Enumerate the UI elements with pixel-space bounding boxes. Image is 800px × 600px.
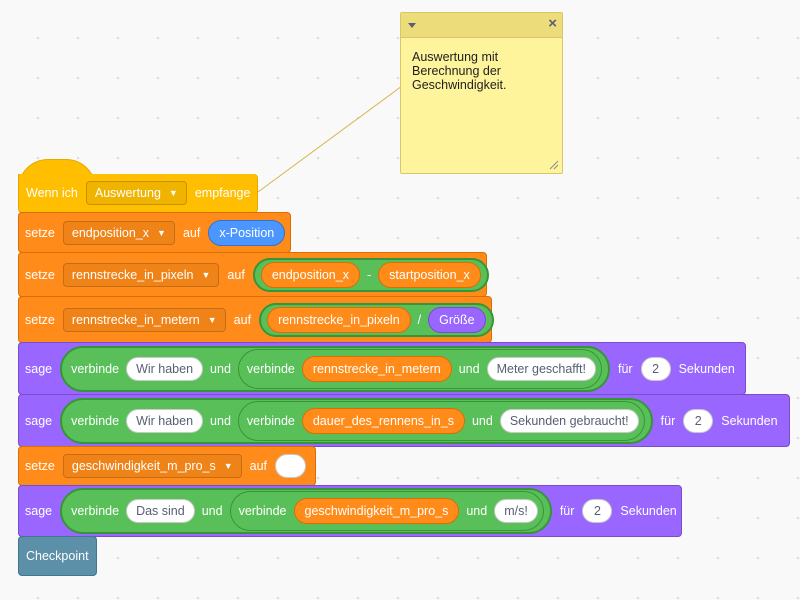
set-variable-block-endposition[interactable]: setze endposition_x ▼ auf x-Position (18, 212, 291, 253)
say-for-seconds-block-speed[interactable]: sage verbinde Das sind und verbinde gesc… (18, 485, 682, 537)
set-label: setze (25, 267, 55, 282)
variable-reporter[interactable]: geschwindigkeit_m_pro_s (293, 498, 460, 524)
and-label: und (471, 413, 493, 428)
seconds-label: Sekunden (678, 361, 735, 376)
chevron-down-icon: ▼ (201, 269, 211, 280)
collapse-triangle-icon[interactable] (408, 23, 416, 28)
chevron-down-icon: ▼ (168, 188, 178, 198)
divide-operator[interactable]: rennstrecke_in_pixeln / Größe (259, 302, 494, 337)
seconds-input[interactable]: 2 (683, 408, 714, 433)
checkpoint-label: Checkpoint (26, 549, 89, 563)
text-input[interactable]: Das sind (126, 499, 195, 523)
checkpoint-custom-block[interactable]: Checkpoint (18, 536, 97, 576)
subtract-operator[interactable]: endposition_x - startposition_x (252, 257, 489, 292)
text-input[interactable]: Sekunden gebraucht! (499, 408, 639, 433)
seconds-input[interactable]: 2 (640, 356, 671, 381)
variable-dropdown[interactable]: rennstrecke_in_pixeln ▼ (62, 262, 220, 287)
variable-dropdown[interactable]: endposition_x ▼ (62, 220, 175, 245)
message-dropdown[interactable]: Auswertung ▼ (85, 181, 187, 205)
variable-reporter[interactable]: startposition_x (378, 261, 481, 288)
resize-grip-icon[interactable] (549, 160, 559, 170)
variable-name: rennstrecke_in_metern (71, 312, 200, 327)
seconds-label: Sekunden (721, 413, 778, 428)
set-label: setze (25, 225, 55, 240)
divide-sign: / (417, 312, 422, 327)
variable-reporter[interactable]: endposition_x (260, 261, 360, 288)
seconds-label: Sekunden (620, 504, 677, 518)
join-operator-inner[interactable]: verbinde rennstrecke_in_metern und Meter… (237, 348, 602, 389)
close-icon[interactable]: × (548, 15, 557, 32)
comment-note[interactable]: × Auswertung mit Berechnung der Geschwin… (400, 12, 563, 174)
say-for-seconds-block-meters[interactable]: sage verbinde Wir haben und verbinde ren… (18, 342, 746, 395)
set-variable-block-meters[interactable]: setze rennstrecke_in_metern ▼ auf rennst… (18, 296, 494, 343)
and-label: und (210, 413, 231, 428)
say-label: sage (25, 413, 53, 428)
to-label: auf (182, 225, 201, 240)
for-label: für (660, 413, 676, 428)
size-reporter[interactable]: Größe (428, 306, 486, 333)
variable-dropdown[interactable]: geschwindigkeit_m_pro_s ▼ (62, 454, 242, 478)
join-label: verbinde (246, 361, 295, 376)
join-label: verbinde (71, 413, 120, 428)
join-operator[interactable]: verbinde Wir haben und verbinde dauer_de… (60, 397, 653, 444)
set-label: setze (25, 312, 55, 327)
variable-name: rennstrecke_in_pixeln (71, 267, 194, 282)
set-variable-block-pixels[interactable]: setze rennstrecke_in_pixeln ▼ auf endpos… (18, 252, 489, 297)
set-label: setze (25, 459, 55, 473)
value-input[interactable] (275, 454, 307, 478)
chevron-down-icon: ▼ (207, 314, 217, 325)
when-label: Wenn ich (26, 186, 78, 200)
when-i-receive-block[interactable]: Wenn ich Auswertung ▼ empfange (18, 174, 258, 213)
say-label: sage (25, 361, 53, 376)
say-for-seconds-block-duration[interactable]: sage verbinde Wir haben und verbinde dau… (18, 394, 790, 447)
join-operator[interactable]: verbinde Das sind und verbinde geschwind… (60, 488, 552, 534)
join-label: verbinde (238, 504, 287, 518)
variable-dropdown[interactable]: rennstrecke_in_metern ▼ (62, 307, 226, 332)
variable-reporter[interactable]: rennstrecke_in_pixeln (267, 306, 411, 333)
join-label: verbinde (246, 413, 295, 428)
comment-note-text[interactable]: Auswertung mit Berechnung der Geschwindi… (412, 50, 507, 92)
chevron-down-icon: ▼ (223, 461, 233, 471)
variable-reporter[interactable]: dauer_des_rennens_in_s (301, 407, 465, 434)
and-label: und (210, 361, 231, 376)
chevron-down-icon: ▼ (157, 227, 166, 238)
receive-label: empfange (194, 186, 251, 200)
minus-sign: - (366, 267, 372, 282)
to-label: auf (249, 459, 268, 473)
join-operator-inner[interactable]: verbinde dauer_des_rennens_in_s und Seku… (237, 400, 645, 441)
x-position-reporter[interactable]: x-Position (208, 219, 286, 246)
and-label: und (201, 504, 223, 518)
join-operator-inner[interactable]: verbinde geschwindigkeit_m_pro_s und m/s… (229, 491, 544, 531)
join-operator[interactable]: verbinde Wir haben und verbinde rennstre… (60, 345, 610, 392)
text-input[interactable]: m/s! (494, 499, 538, 523)
join-label: verbinde (71, 361, 120, 376)
and-label: und (466, 504, 488, 518)
text-input[interactable]: Wir haben (126, 408, 204, 433)
and-label: und (458, 361, 480, 376)
join-label: verbinde (71, 504, 120, 518)
text-input[interactable]: Meter geschafft! (486, 356, 596, 381)
text-input[interactable]: Wir haben (126, 356, 204, 381)
say-label: sage (25, 504, 53, 518)
to-label: auf (233, 312, 252, 327)
for-label: für (559, 504, 575, 518)
variable-name: geschwindigkeit_m_pro_s (71, 459, 216, 473)
for-label: für (617, 361, 633, 376)
seconds-input[interactable]: 2 (582, 499, 613, 523)
set-variable-block-speed[interactable]: setze geschwindigkeit_m_pro_s ▼ auf (18, 446, 316, 486)
comment-note-header[interactable]: × (401, 13, 562, 38)
to-label: auf (227, 267, 245, 282)
variable-reporter[interactable]: rennstrecke_in_metern (301, 355, 452, 382)
message-name: Auswertung (94, 186, 161, 200)
variable-name: endposition_x (71, 225, 150, 240)
